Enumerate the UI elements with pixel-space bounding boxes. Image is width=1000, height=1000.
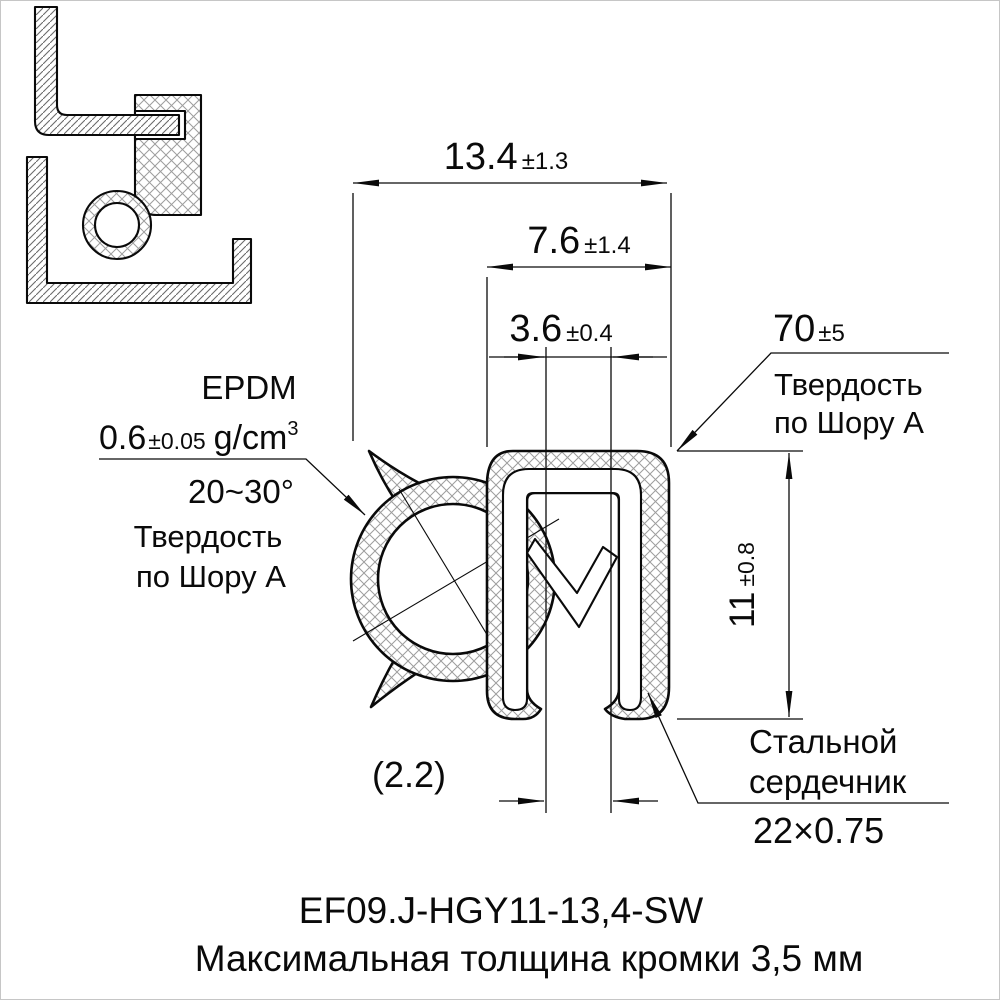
leader-density xyxy=(99,458,366,516)
dimensions: 13.4±1.3 7.6±1.4 3.6±0.4 11±0.8 (2.2) xyxy=(352,136,803,805)
shore-left-line2: по Шору А xyxy=(136,559,286,594)
inset-bulb-inner xyxy=(93,201,141,249)
shore-right-line2: по Шору А xyxy=(774,405,924,440)
shore-right-line1: Твердость xyxy=(774,367,923,402)
dim-upper-width-text: 7.6±1.4 xyxy=(527,220,630,262)
part-number: EF09.J-HGY11-13,4-SW xyxy=(299,890,703,931)
inset-lower-flange xyxy=(25,155,253,305)
steel-core-channel xyxy=(501,467,643,712)
steel-core-line2: сердечник xyxy=(749,763,907,800)
dim-inner-width-text: 3.6±0.4 xyxy=(509,308,612,350)
shore-left-line1: Твердость xyxy=(134,519,283,554)
angle-label: 20~30° xyxy=(188,473,294,510)
profile-section xyxy=(349,347,671,813)
steel-core-line1: Стальной xyxy=(749,723,897,760)
inset-upper-flange xyxy=(33,5,181,137)
leader-hardness xyxy=(676,352,949,452)
dim-overall-width-text: 13.4±1.3 xyxy=(444,136,569,178)
gripping-finger xyxy=(525,537,619,629)
steel-core-size: 22×0.75 xyxy=(753,810,884,851)
footer: EF09.J-HGY11-13,4-SW Максимальная толщин… xyxy=(195,890,864,979)
installation-inset xyxy=(25,5,253,305)
material-label: EPDM xyxy=(201,369,296,406)
dim-height-text: 11±0.8 xyxy=(723,542,762,628)
dim-gap-text: (2.2) xyxy=(372,754,446,795)
footer-note: Максимальная толщина кромки 3,5 мм xyxy=(195,938,864,979)
hardness-text: 70±5 xyxy=(773,308,845,350)
leader-steel-core xyxy=(647,692,949,804)
